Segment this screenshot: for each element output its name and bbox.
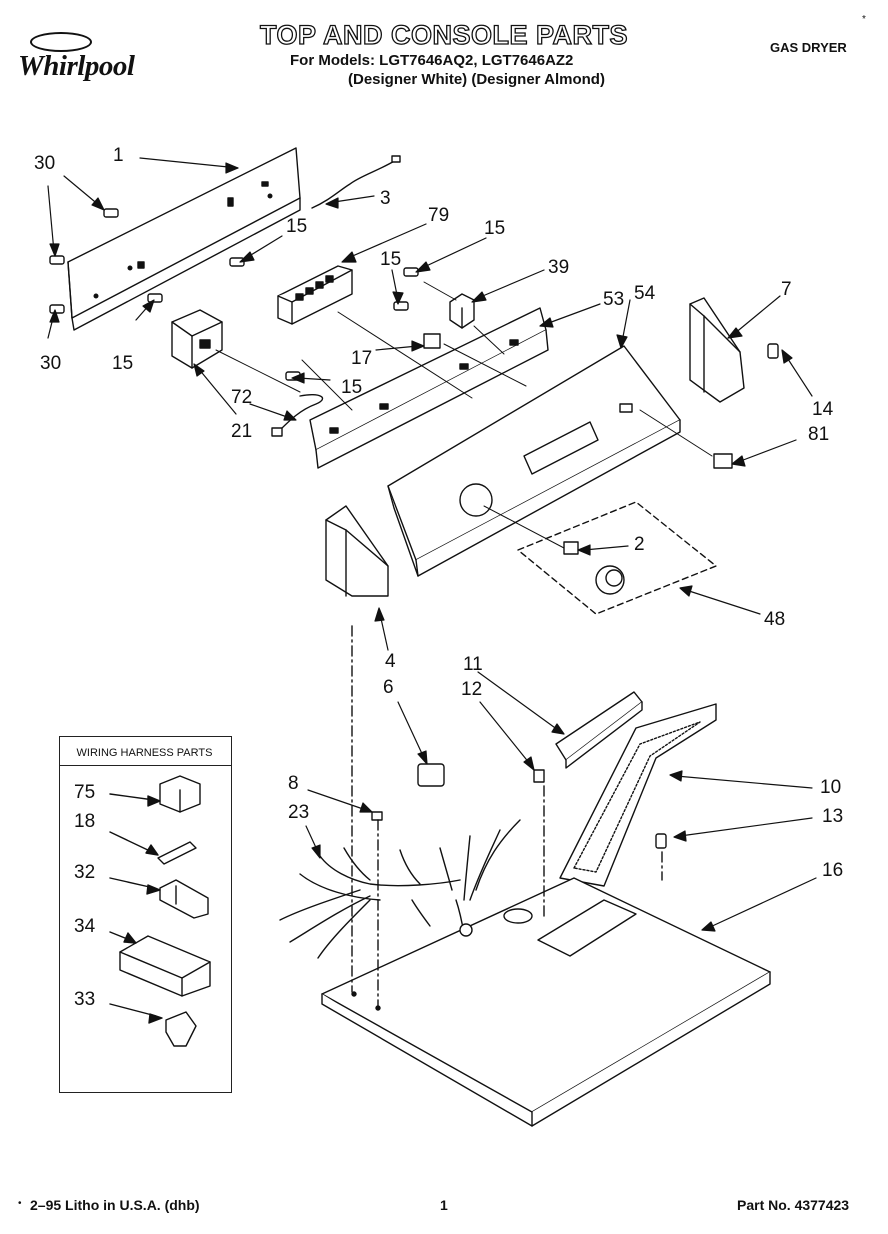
part-81-clip xyxy=(713,453,733,469)
models-line: For Models: LGT7646AQ2, LGT7646AZ2 xyxy=(290,52,574,69)
harness-18 xyxy=(109,831,197,865)
part-79-switch xyxy=(277,265,353,325)
callout-12: 12 xyxy=(461,679,483,700)
leader-lines xyxy=(215,281,713,549)
colors-line: (Designer White) (Designer Almond) xyxy=(348,71,605,88)
harness-34 xyxy=(109,931,211,997)
part-21-timer xyxy=(171,309,223,369)
part-7-endcap xyxy=(689,297,745,403)
callout-39: 39 xyxy=(548,257,570,278)
part-72-wire xyxy=(271,394,324,437)
callout-17: 17 xyxy=(351,348,373,369)
corner-mark: * xyxy=(862,14,866,25)
callout-15-b: 15 xyxy=(484,218,506,239)
callout-15-d: 15 xyxy=(112,353,134,374)
harness-callout-32: 32 xyxy=(74,862,96,883)
harness-callout-33: 33 xyxy=(74,989,96,1010)
part-23-harness xyxy=(279,819,521,959)
part-54-console xyxy=(387,345,681,577)
part-48-knob-area xyxy=(517,501,717,615)
footer-part-number: Part No. 4377423 xyxy=(737,1197,850,1213)
callout-11: 11 xyxy=(463,654,483,675)
harness-75 xyxy=(109,775,201,813)
callout-81: 81 xyxy=(808,424,830,445)
callout-23: 23 xyxy=(288,802,310,823)
callout-15-a: 15 xyxy=(286,216,308,237)
callout-arrows xyxy=(47,157,817,932)
harness-callout-18: 18 xyxy=(74,811,96,832)
part-17-clip xyxy=(423,333,441,349)
callout-15-c: 15 xyxy=(380,249,402,270)
part-16-top-panel xyxy=(321,877,771,1127)
part-10-lint-housing xyxy=(559,703,717,887)
part-3-wire xyxy=(311,155,401,209)
callout-21: 21 xyxy=(231,421,253,442)
callout-16: 16 xyxy=(822,860,844,881)
part-11-lint-screen xyxy=(555,691,643,769)
callout-1: 1 xyxy=(113,145,124,166)
part-39-component xyxy=(449,293,475,329)
callout-3: 3 xyxy=(380,188,391,209)
page-title: TOP AND CONSOLE PARTS xyxy=(259,19,629,50)
callout-4: 4 xyxy=(385,651,396,672)
callout-53: 53 xyxy=(603,289,625,310)
callout-30-bottom: 30 xyxy=(40,353,62,374)
part-12-clip xyxy=(533,769,545,783)
part-13-screw xyxy=(655,833,667,849)
callout-7: 7 xyxy=(781,279,792,300)
part-53-bracket xyxy=(309,307,549,469)
part-30-screws xyxy=(49,208,119,314)
callout-48: 48 xyxy=(764,609,786,630)
footer-litho: 2–95 Litho in U.S.A. (dhb) xyxy=(30,1197,200,1213)
callout-54: 54 xyxy=(634,283,656,304)
harness-callout-75: 75 xyxy=(74,782,96,803)
alignment-lines xyxy=(351,625,663,1009)
footer-page-number: 1 xyxy=(440,1197,448,1213)
part-8-clip xyxy=(371,811,383,821)
wiring-harness-title: WIRING HARNESS PARTS xyxy=(76,747,213,759)
whirlpool-logo: Whirlpool xyxy=(18,30,188,82)
part-1-rear-panel xyxy=(67,147,301,331)
callout-10: 10 xyxy=(820,777,842,798)
part-6-clip xyxy=(417,763,445,787)
callout-72: 72 xyxy=(231,387,253,408)
part-4-endcap xyxy=(325,505,389,597)
callout-13: 13 xyxy=(822,806,844,827)
harness-32 xyxy=(109,877,209,919)
callout-2: 2 xyxy=(634,534,645,555)
logo-swoosh-icon xyxy=(30,32,92,52)
wiring-harness-divider xyxy=(59,765,232,766)
callout-6: 6 xyxy=(383,677,394,698)
part-14-screw xyxy=(767,343,779,359)
callout-8: 8 xyxy=(288,773,299,794)
callout-15-e: 15 xyxy=(341,377,363,398)
callout-79: 79 xyxy=(428,205,450,226)
harness-part-drawings xyxy=(109,775,211,1047)
harness-33 xyxy=(109,1003,197,1047)
callout-14: 14 xyxy=(812,399,834,420)
callout-30-top: 30 xyxy=(34,153,56,174)
harness-callout-34: 34 xyxy=(74,916,96,937)
product-type: GAS DRYER xyxy=(770,40,847,55)
wiring-harness-box xyxy=(59,736,232,1093)
footer-bullet: • xyxy=(18,1198,22,1209)
brand-name: Whirlpool xyxy=(18,50,135,82)
